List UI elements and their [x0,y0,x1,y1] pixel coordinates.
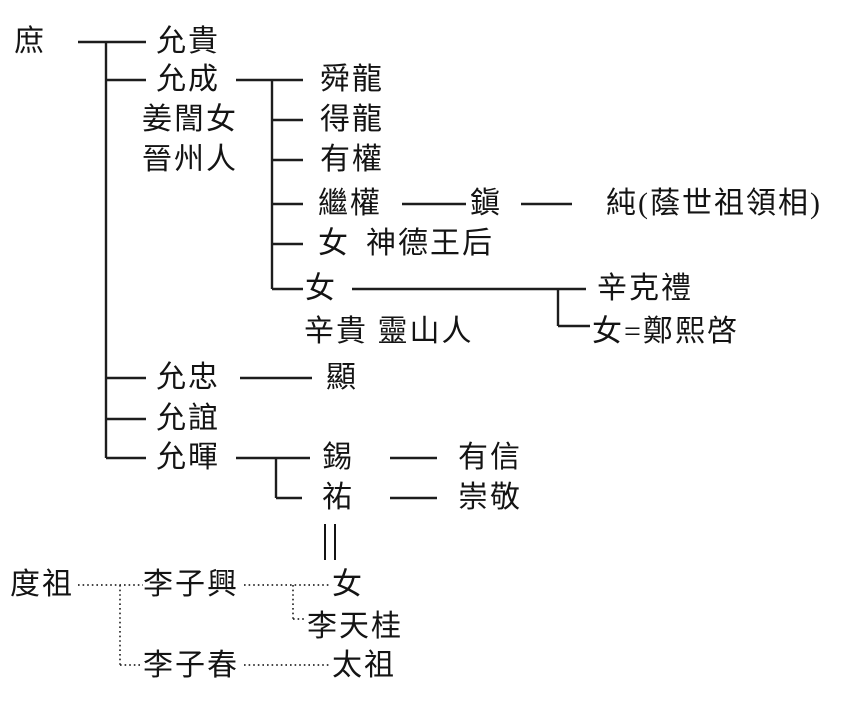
node-yi-jahung: 李子興 [143,568,239,601]
yi-connectors [78,584,330,666]
node-yi-daughter: 女 [332,568,364,601]
node-gyegwon: 繼權 [318,187,382,220]
node-daughter-shin: 女 [305,272,337,305]
marriage-mark [324,524,336,560]
node-yunchung: 允忠 [156,361,220,394]
node-shin-gwi: 辛貴 靈山人 [304,315,474,348]
node-u: 祐 [322,481,354,514]
node-yunhwi: 允暉 [156,441,220,474]
node-sunryong: 舜龍 [320,63,384,96]
node-hyeon: 顯 [326,361,358,394]
node-wife-origin: 晉州人 [142,143,238,176]
node-sunggyeong: 崇敬 [458,481,522,514]
node-yi-cheongye: 李天桂 [307,610,403,643]
node-shin-keukrye: 辛克禮 [597,272,693,305]
kang-connectors [78,40,590,500]
node-seok: 錫 [322,441,354,474]
node-dojo: 度祖 [10,568,74,601]
node-deukryong: 得龍 [320,103,384,136]
node-daughter-queen: 女 [318,227,350,260]
node-jin: 鎭 [470,187,502,220]
node-yugwon: 有權 [320,143,384,176]
node-yunseong: 允成 [156,63,220,96]
node-yunui: 允誼 [156,402,220,435]
node-daughter-jeong: 女=鄭熙啓 [592,315,739,348]
node-yunseong-wife: 姜誾女 [142,103,238,136]
node-yi-jachun: 李子春 [143,649,239,682]
node-yusin: 有信 [458,441,522,474]
node-yungwi: 允貴 [156,25,220,58]
node-sun-note: 純(蔭世祖領相) [606,187,822,220]
node-queen-sindeok: 神德王后 [366,227,494,260]
node-taejo: 太祖 [332,649,396,682]
node-root-seo: 庶 [14,25,46,58]
